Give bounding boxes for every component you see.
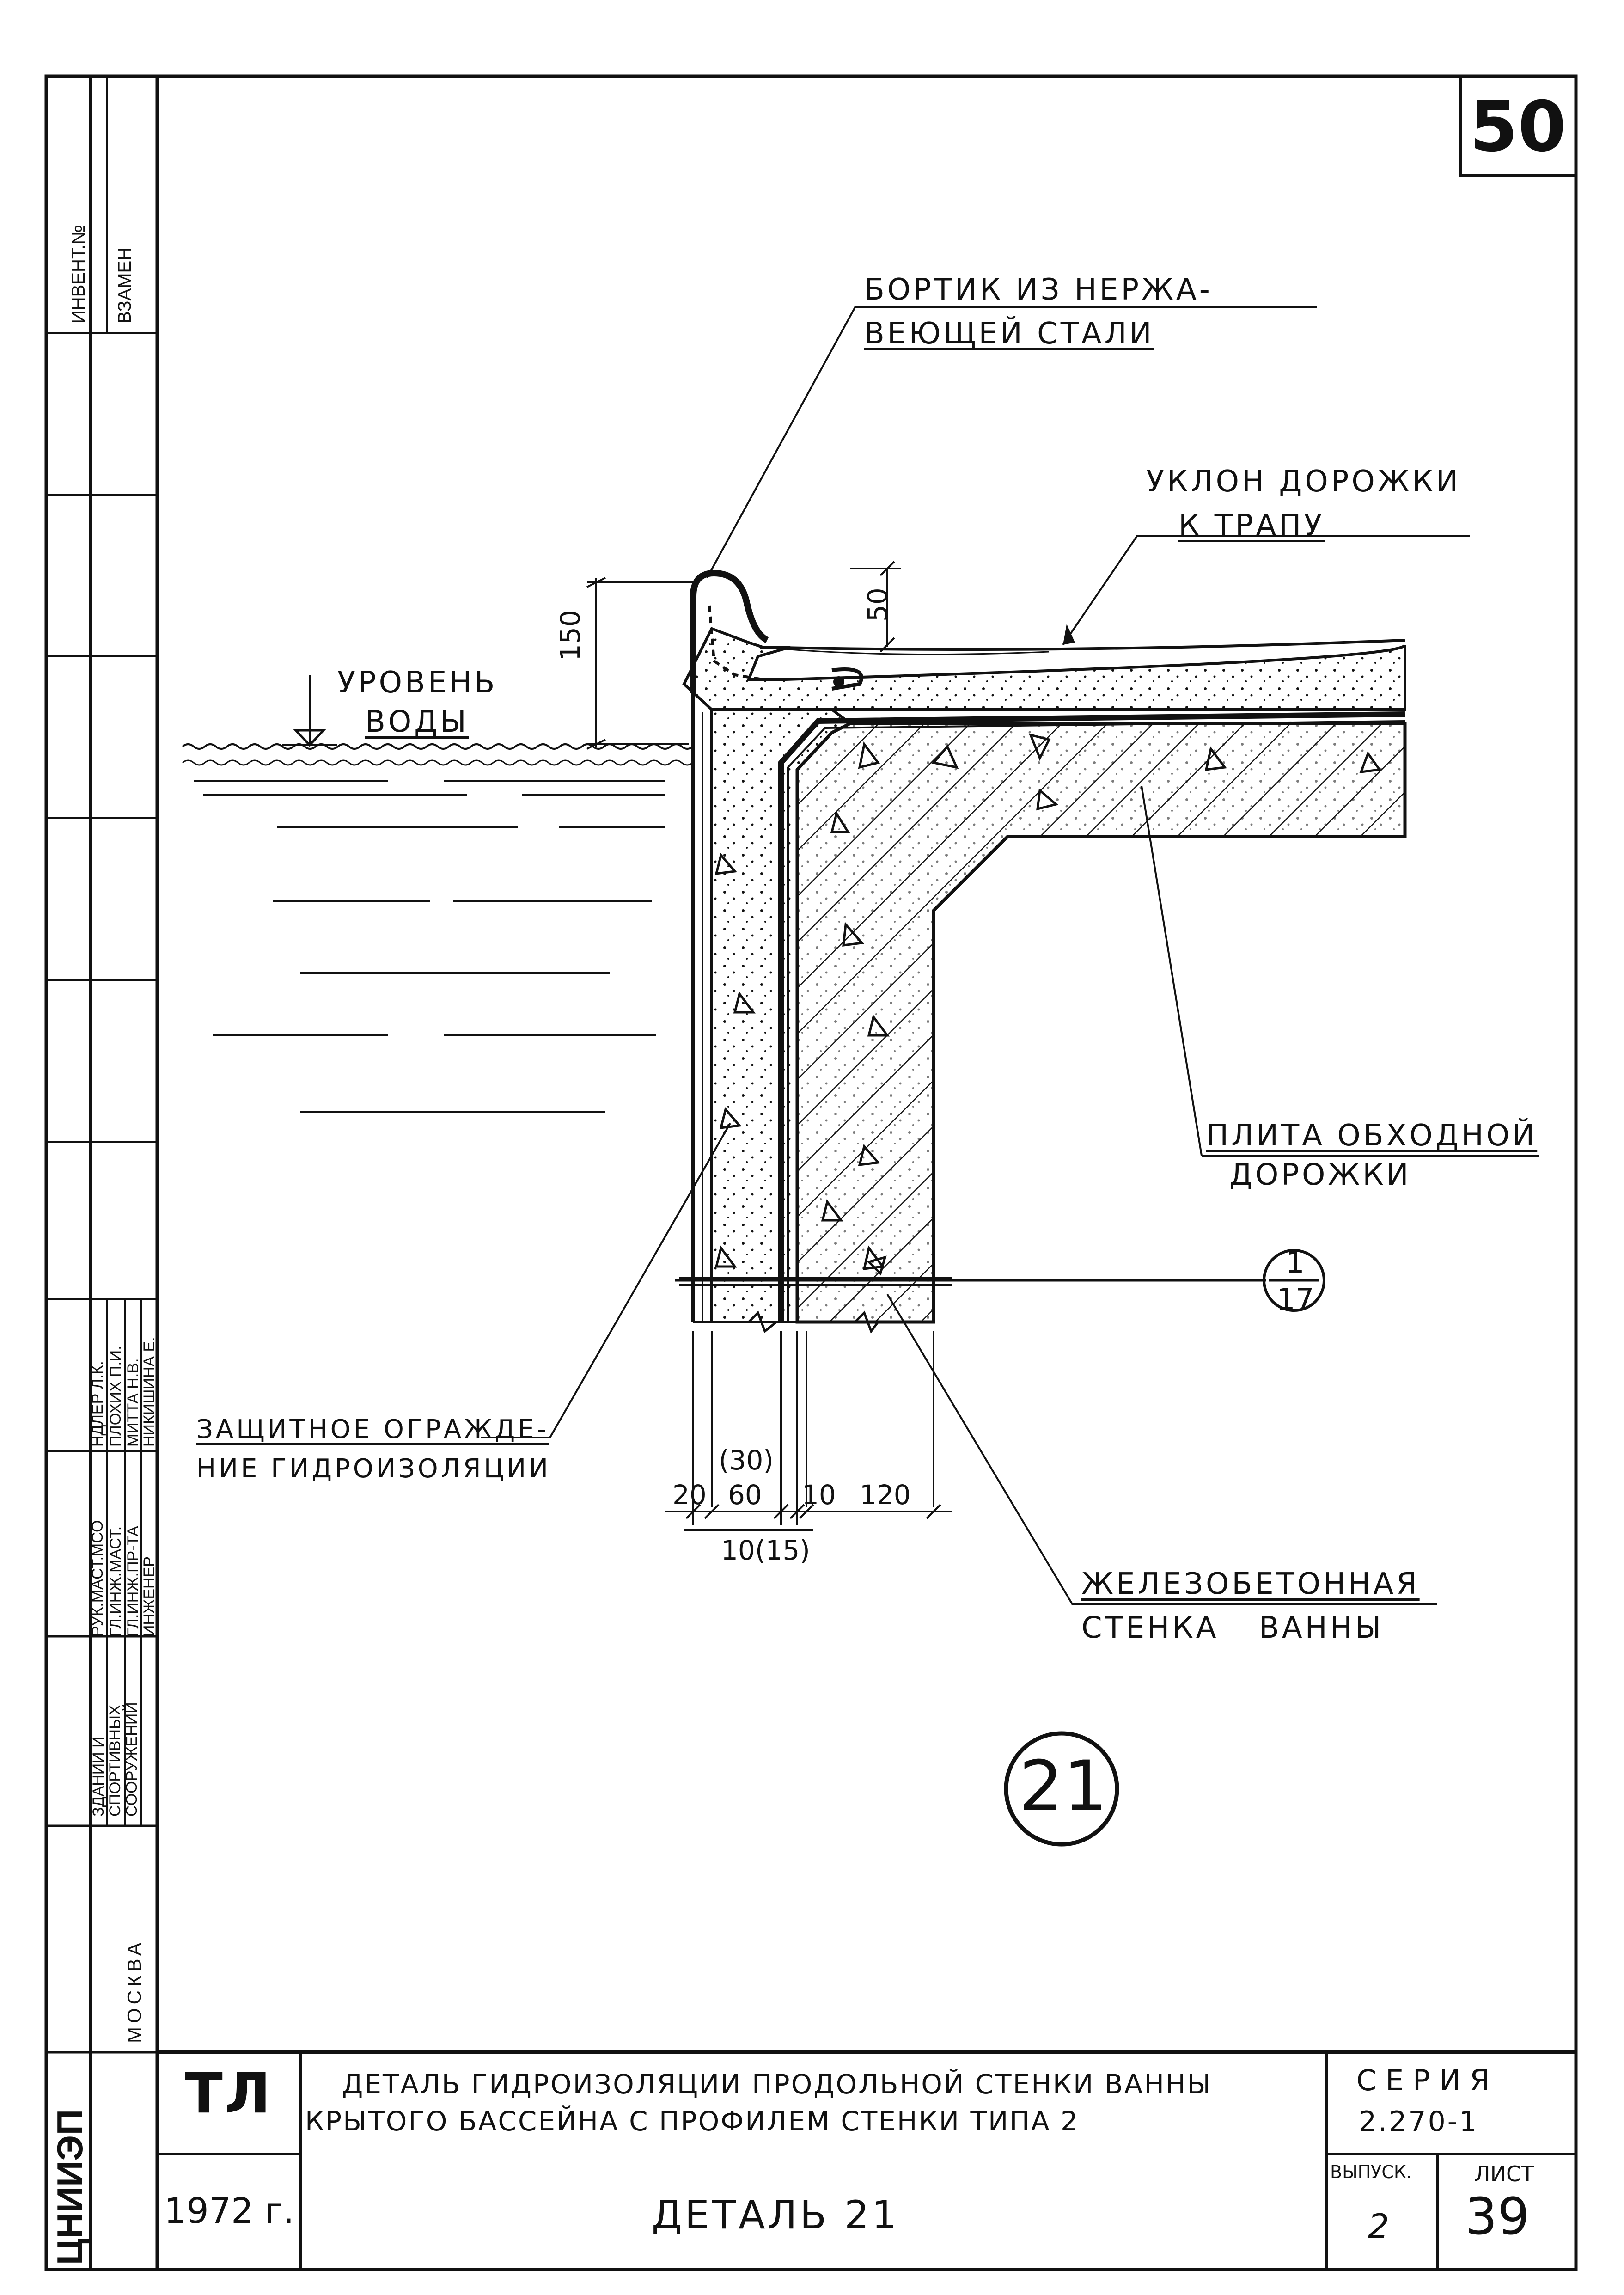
dim-10: 10 <box>802 1479 836 1511</box>
stamp-org-line1: ЗДАНИЙ И <box>90 1736 107 1817</box>
stamp-role-1: РУК.МАСТ.МСО <box>89 1520 106 1636</box>
dimension-lines <box>481 306 1539 1605</box>
title-line-1: ДЕТАЛЬ ГИДРОИЗОЛЯЦИИ ПРОДОЛЬНОЙ СТЕНКИ В… <box>342 2069 1212 2100</box>
sheet-number: 50 <box>1470 87 1566 167</box>
label-uroven-1: УРОВЕНЬ <box>337 666 498 700</box>
label-plita-2: ДОРОЖКИ <box>1229 1158 1411 1192</box>
dim-10-15: 10(15) <box>721 1535 810 1566</box>
dim-60: 60 <box>728 1479 762 1511</box>
issue-value: 2 <box>1368 2207 1389 2246</box>
stamp-name-3: МИТТА Н.В. <box>124 1358 142 1447</box>
detail-number-circle <box>1004 1731 1119 1847</box>
detail-number: 21 <box>1019 1746 1107 1827</box>
label-uklon-1: УКЛОН ДОРОЖКИ <box>1146 465 1461 499</box>
dim-150: 150 <box>555 610 586 661</box>
label-uklon-2: К ТРАПУ <box>1178 508 1325 543</box>
label-plita-1: ПЛИТА ОБХОДНОЙ <box>1206 1119 1538 1153</box>
stamp-vzamen: ВЗАМЕН <box>115 247 135 324</box>
stamp-org-logo: ЦНИИЭП <box>49 2109 90 2265</box>
dim-20: 20 <box>672 1479 707 1511</box>
leader-arrow-uklon <box>1063 624 1075 645</box>
sheet-frame <box>44 74 1578 2271</box>
water-surface <box>182 675 694 1113</box>
label-zashch-2: НИЕ ГИДРОИЗОЛЯЦИИ <box>196 1454 551 1484</box>
stamp-org-line3: СООРУЖЕНИЙ <box>123 1702 140 1817</box>
issue-label: ВЫПУСК. <box>1330 2162 1412 2182</box>
cross-section <box>679 569 1407 1334</box>
label-zhb-2: СТЕНКА ВАННЫ <box>1081 1611 1384 1645</box>
section-ref-top: 1 <box>1286 1246 1305 1280</box>
stamp-inv-no: ИНВЕНТ.№ <box>68 225 89 324</box>
label-bortik-1: БОРТИК ИЗ НЕРЖА- <box>864 273 1213 307</box>
stamp-name-2: ПЛОХИХ П.И. <box>107 1346 124 1447</box>
dim-50: 50 <box>862 588 893 622</box>
waterproofing-layer <box>778 711 1405 1322</box>
section-ref-bottom: 17 <box>1276 1283 1314 1317</box>
stamp-role-3: ГЛ.ИНЖ.ПР-ТА <box>124 1526 142 1636</box>
dim-30: (30) <box>719 1444 774 1476</box>
sheet-number-box <box>1459 74 1578 177</box>
series-label: С Е Р И Я <box>1356 2063 1490 2097</box>
label-zashch-1: ЗАЩИТНОЕ ОГРАЖДЕ- <box>196 1414 549 1444</box>
title-logo: ТЛ <box>185 2062 273 2126</box>
stamp-name-4: НИКИШИНА Е. <box>140 1337 158 1447</box>
title-year: 1972 г. <box>164 2190 294 2231</box>
title-line-2: КРЫТОГО БАССЕЙНА С ПРОФИЛЕМ СТЕНКИ ТИПА … <box>305 2105 1079 2137</box>
title-detail-name: ДЕТАЛЬ 21 <box>652 2192 899 2238</box>
stainless-edge-profile <box>690 569 769 693</box>
stamp-org-city: МОСКВА <box>123 1939 145 2043</box>
stamp-role-2: ГЛ.ИНЖ.МАСТ. <box>107 1526 124 1636</box>
title-block <box>157 2050 1576 2270</box>
stamp-org-line2: СПОРТИВНЫХ <box>106 1705 124 1817</box>
section-ref-circle <box>1263 1249 1325 1312</box>
label-bortik-2: ВЕЮЩЕЙ СТАЛИ <box>864 317 1154 351</box>
stamp-role-4: ИНЖЕНЕР <box>140 1556 158 1636</box>
stamp-name-1: НДЛЕР Л.К. <box>89 1361 106 1447</box>
dim-120: 120 <box>860 1479 911 1511</box>
sheet-value: 39 <box>1465 2187 1530 2246</box>
label-uroven-2: ВОДЫ <box>365 705 469 739</box>
sheet-label: ЛИСТ <box>1474 2161 1534 2186</box>
walkway-screed <box>682 627 1406 711</box>
series-value: 2.270-1 <box>1359 2105 1479 2138</box>
label-zhb-1: ЖЕЛЕЗОБЕТОННАЯ <box>1081 1567 1420 1601</box>
